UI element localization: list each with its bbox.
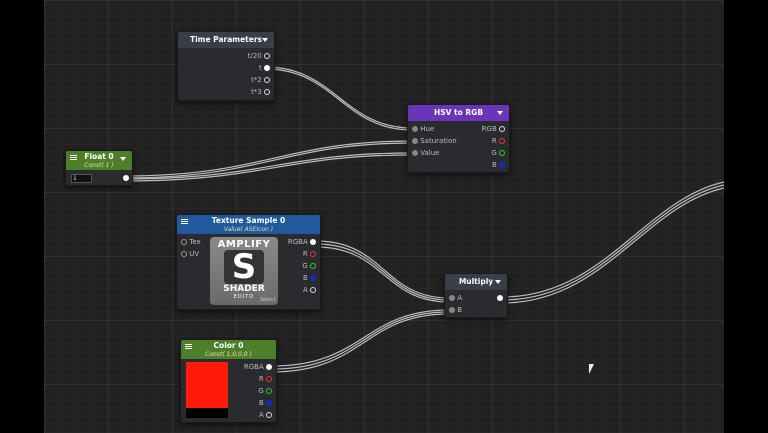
input-port[interactable]: Value xyxy=(412,148,439,158)
select-button[interactable]: Select xyxy=(260,297,276,303)
node-subtitle: Value( ASEIcon ) xyxy=(223,226,274,233)
node-header[interactable]: HSV to RGB xyxy=(408,105,509,121)
port-pin-icon[interactable] xyxy=(266,412,272,418)
port-pin-icon[interactable] xyxy=(449,295,455,301)
input-port[interactable]: Hue xyxy=(412,124,434,134)
menu-icon[interactable] xyxy=(181,219,188,220)
port-pin-icon[interactable] xyxy=(499,150,505,156)
output-port[interactable]: A xyxy=(259,410,272,420)
menu-icon[interactable] xyxy=(185,344,192,345)
port-pin-icon[interactable] xyxy=(412,126,418,132)
input-port[interactable]: UV xyxy=(181,249,199,259)
output-port[interactable]: B xyxy=(492,160,505,170)
port-pin-icon[interactable] xyxy=(412,138,418,144)
port-pin-icon[interactable] xyxy=(310,263,316,269)
output-port[interactable]: t*3 xyxy=(251,87,270,97)
output-port[interactable]: B xyxy=(303,273,316,283)
thumbnail-bottom-text: SHADER xyxy=(223,284,265,294)
output-port[interactable]: R xyxy=(303,249,316,259)
port-pin-icon[interactable] xyxy=(181,239,187,245)
port-pin-icon[interactable] xyxy=(266,364,272,370)
port-pin-icon[interactable] xyxy=(449,307,455,313)
thumbnail-footer-text: EDITO xyxy=(233,294,255,300)
time-parameters-node[interactable]: Time Parameters t/20 t t*2 t*3 xyxy=(177,31,275,101)
port-pin-icon[interactable] xyxy=(412,150,418,156)
multiply-node[interactable]: Multiply A B xyxy=(444,273,508,318)
node-title: Color 0 xyxy=(213,341,244,350)
node-header[interactable]: Time Parameters xyxy=(178,32,274,48)
output-port[interactable]: RGB xyxy=(482,124,505,134)
input-port[interactable]: B xyxy=(449,305,462,315)
node-title: Texture Sample 0 xyxy=(211,216,286,225)
port-pin-icon[interactable] xyxy=(264,53,270,59)
wire-texture-to-a xyxy=(315,240,450,299)
port-pin-icon[interactable] xyxy=(499,126,505,132)
output-port[interactable]: G xyxy=(302,261,316,271)
wire-float-to-saturation xyxy=(123,140,413,177)
output-port[interactable]: t/20 xyxy=(248,51,270,61)
node-subtitle: Const( 1 ) xyxy=(84,162,114,169)
port-pin-icon[interactable] xyxy=(266,388,272,394)
menu-icon[interactable] xyxy=(70,155,77,156)
port-pin-icon[interactable] xyxy=(499,138,505,144)
wire-float-to-value xyxy=(123,152,413,180)
thumbnail-top-text: AMPLIFY xyxy=(217,239,271,250)
output-port[interactable]: R xyxy=(259,374,272,384)
node-header[interactable]: Multiply xyxy=(445,274,507,290)
port-pin-icon[interactable] xyxy=(310,251,316,257)
dropdown-arrow-icon[interactable] xyxy=(495,280,501,284)
port-pin-icon[interactable] xyxy=(264,89,270,95)
hsv-to-rgb-node[interactable]: HSV to RGB Hue Saturation Value RGB R G … xyxy=(407,104,510,173)
node-header[interactable]: Float 0 Const( 1 ) xyxy=(66,151,132,170)
dropdown-arrow-icon[interactable] xyxy=(120,157,126,161)
float-node[interactable]: Float 0 Const( 1 ) 1 xyxy=(65,150,133,186)
color-alpha-bar xyxy=(186,408,228,418)
port-pin-icon[interactable] xyxy=(310,287,316,293)
node-subtitle: Const( 1,0,0,0 ) xyxy=(205,351,252,358)
port-pin-icon[interactable] xyxy=(264,65,270,71)
output-port[interactable]: A xyxy=(303,285,316,295)
output-port[interactable]: t xyxy=(259,63,270,73)
connection-wires xyxy=(123,66,724,373)
output-port[interactable]: RGBA xyxy=(288,237,316,247)
output-port[interactable]: t*2 xyxy=(251,75,270,85)
wire-color-to-b xyxy=(271,309,450,367)
port-pin-icon[interactable] xyxy=(264,77,270,83)
node-title: Float 0 xyxy=(84,152,114,161)
port-pin-icon[interactable] xyxy=(310,275,316,281)
node-header[interactable]: Texture Sample 0 Value( ASEIcon ) xyxy=(177,215,320,234)
color-node[interactable]: Color 0 Const( 1,0,0,0 ) RGBA R G B A xyxy=(180,339,277,423)
texture-thumbnail[interactable]: AMPLIFY S SHADER EDITO xyxy=(210,237,278,305)
node-graph-canvas[interactable]: Time Parameters t/20 t t*2 t*3 HSV to RG… xyxy=(44,0,724,433)
color-swatch[interactable] xyxy=(186,362,228,408)
thumbnail-letter: S xyxy=(224,250,264,284)
dropdown-arrow-icon[interactable] xyxy=(262,38,268,42)
output-port[interactable]: G xyxy=(258,386,272,396)
port-pin-icon[interactable] xyxy=(499,162,505,168)
port-pin-icon[interactable] xyxy=(123,175,129,181)
node-title: HSV to RGB xyxy=(433,108,484,117)
dropdown-arrow-icon[interactable] xyxy=(497,111,503,115)
float-value-field[interactable]: 1 xyxy=(71,174,92,183)
output-port[interactable]: B xyxy=(259,398,272,408)
port-pin-icon[interactable] xyxy=(266,376,272,382)
node-title: Multiply xyxy=(458,277,494,286)
input-port[interactable]: A xyxy=(449,293,462,303)
node-title: Time Parameters xyxy=(189,35,263,44)
port-pin-icon[interactable] xyxy=(266,400,272,406)
port-pin-icon[interactable] xyxy=(310,239,316,245)
input-port[interactable]: Tex xyxy=(181,237,201,247)
output-port[interactable]: G xyxy=(491,148,505,158)
port-pin-icon[interactable] xyxy=(181,251,187,257)
input-port[interactable]: Saturation xyxy=(412,136,457,146)
mouse-cursor-icon xyxy=(589,364,594,374)
node-header[interactable]: Color 0 Const( 1,0,0,0 ) xyxy=(181,340,276,359)
wire-multiply-out xyxy=(501,181,724,298)
wire-time-t-to-hue xyxy=(265,66,413,129)
texture-sample-node[interactable]: Texture Sample 0 Value( ASEIcon ) Tex UV… xyxy=(176,214,321,310)
output-port[interactable]: R xyxy=(492,136,505,146)
output-port[interactable]: RGBA xyxy=(244,362,272,372)
port-pin-icon[interactable] xyxy=(497,295,503,301)
